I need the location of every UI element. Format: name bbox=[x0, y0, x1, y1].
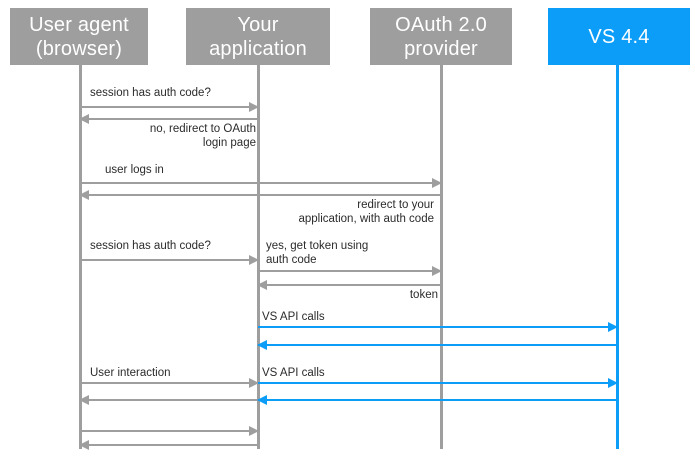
arrowhead-m1 bbox=[249, 102, 259, 112]
arrowhead-m10 bbox=[249, 378, 259, 388]
arrowhead-m4 bbox=[79, 190, 89, 200]
participant-label-vs-44: VS 4.4 bbox=[588, 25, 650, 48]
arrowhead-m8 bbox=[608, 322, 618, 332]
message-label-m6: yes, get token using auth code bbox=[266, 240, 369, 266]
message-label-m1: session has auth code? bbox=[90, 87, 211, 99]
lifeline-oauth-provider bbox=[440, 65, 443, 449]
message-line-m6 bbox=[258, 270, 441, 272]
message-line-m7 bbox=[258, 284, 441, 286]
message-label-m8: VS API calls bbox=[262, 311, 325, 323]
message-label-m2: no, redirect to OAuth login page bbox=[149, 123, 256, 149]
arrowhead-m2 bbox=[79, 114, 89, 124]
participant-label-oauth-provider: OAuth 2.0 provider bbox=[395, 13, 487, 60]
message-line-m5 bbox=[80, 259, 258, 261]
message-line-m9 bbox=[258, 344, 617, 346]
participant-box-your-application[interactable]: Your application bbox=[186, 8, 330, 65]
arrowhead-m7 bbox=[257, 280, 267, 290]
message-line-m8 bbox=[258, 326, 617, 328]
arrowhead-m5 bbox=[249, 255, 259, 265]
message-line-m4 bbox=[80, 194, 441, 196]
message-line-m10 bbox=[80, 382, 258, 384]
message-line-m1 bbox=[80, 106, 258, 108]
participant-box-oauth-provider[interactable]: OAuth 2.0 provider bbox=[370, 8, 512, 65]
message-label-m10: User interaction bbox=[90, 367, 171, 379]
participant-label-user-agent: User agent (browser) bbox=[29, 13, 129, 60]
message-label-m3: user logs in bbox=[105, 164, 164, 176]
arrowhead-m14 bbox=[249, 426, 259, 436]
participant-box-vs-44[interactable]: VS 4.4 bbox=[548, 8, 690, 65]
lifeline-user-agent bbox=[79, 65, 82, 449]
arrowhead-m9 bbox=[257, 340, 267, 350]
message-line-m2 bbox=[80, 118, 258, 120]
message-line-m3 bbox=[80, 182, 441, 184]
message-line-m14 bbox=[80, 430, 258, 432]
message-line-m13 bbox=[258, 399, 617, 401]
message-label-m4: redirect to your application, with auth … bbox=[298, 199, 434, 225]
message-label-m7: token bbox=[409, 289, 438, 301]
lifeline-vs-44 bbox=[616, 65, 619, 449]
arrowhead-m13 bbox=[257, 395, 267, 405]
message-label-m5: session has auth code? bbox=[90, 240, 211, 252]
participant-label-your-application: Your application bbox=[209, 13, 307, 60]
participant-box-user-agent[interactable]: User agent (browser) bbox=[10, 8, 148, 65]
arrowhead-m11 bbox=[608, 378, 618, 388]
arrowhead-m15 bbox=[79, 440, 89, 450]
message-line-m12 bbox=[80, 399, 258, 401]
arrowhead-m12 bbox=[79, 395, 89, 405]
message-label-m11: VS API calls bbox=[262, 367, 325, 379]
arrowhead-m3 bbox=[432, 178, 442, 188]
arrowhead-m6 bbox=[432, 266, 442, 276]
message-line-m11 bbox=[258, 382, 617, 384]
message-line-m15 bbox=[80, 444, 258, 446]
